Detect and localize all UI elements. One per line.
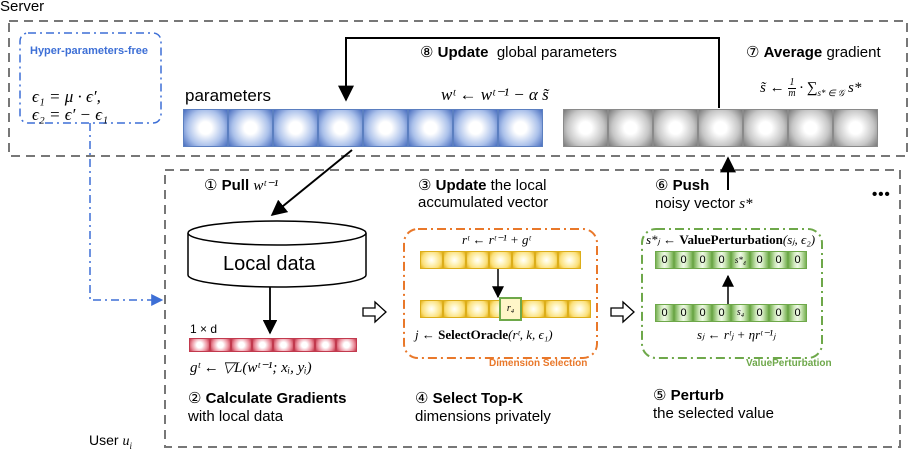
accumulated-cell (522, 300, 545, 318)
user-box (164, 169, 901, 448)
noisy-cell: 0 (655, 251, 674, 269)
gradient-cell (210, 338, 231, 352)
selected-value-cell: 0 (693, 304, 712, 322)
hyper-label: Hyper-parameters-free (30, 45, 148, 57)
gradient-formula: gᵗ ← ▽L(wᵗ⁻¹; xᵢ, yᵢ) (190, 360, 312, 376)
selected-value-cell: 0 (674, 304, 693, 322)
step4-label: ④ Select Top-K (415, 390, 524, 407)
value-perturbation-formula: s*ⱼ ← ValuePerturbation(sⱼ, ϵ₂) (646, 232, 816, 247)
gradient-cell (252, 338, 273, 352)
accumulated-cell (545, 300, 568, 318)
hyper-box (19, 32, 162, 124)
gradient-cell (833, 109, 878, 147)
step7-label: ⑦ Average gradient (746, 44, 881, 61)
step6-label: ⑥ Push (655, 177, 710, 194)
gradient-cell (698, 109, 743, 147)
accumulated-cell (443, 251, 466, 269)
parameter-cell (498, 109, 543, 147)
noisy-cell: 0 (769, 251, 788, 269)
user-label: User ui (89, 432, 132, 451)
parameter-cell (408, 109, 453, 147)
gradient-cell (743, 109, 788, 147)
pull-arrow (270, 149, 353, 217)
parameter-cell (183, 109, 228, 147)
to-selection-arrow (362, 300, 387, 324)
selected-value-cell: 0 (788, 304, 807, 322)
noisy-cell: 0 (750, 251, 769, 269)
gradient-cell (653, 109, 698, 147)
noisy-cell: 0 (788, 251, 807, 269)
accumulated-cell (568, 300, 591, 318)
accumulated-cell (443, 300, 466, 318)
noisy-cell: 0 (674, 251, 693, 269)
step8-label: ⑧ Update global parameters (420, 44, 617, 61)
parameter-cell (228, 109, 273, 147)
to-perturb-arrow (610, 300, 635, 324)
epsilon2-formula: ϵ₂ = ϵ′ − ϵ₁ (32, 105, 109, 124)
local-data-cylinder (187, 220, 367, 288)
gradient-cell (608, 109, 653, 147)
parameter-cell (273, 109, 318, 147)
dimension-selection-label: Dimension Selection (489, 358, 588, 369)
more-users-ellipsis: ••• (872, 186, 891, 203)
noisy-cell: s*₄ (731, 251, 750, 269)
step1-label: ① Pull wᵗ⁻¹ (204, 177, 279, 194)
update-formula: wᵗ ← wᵗ⁻¹ − α s̃ (441, 85, 549, 104)
server-box (8, 20, 908, 157)
gradient-cell (315, 338, 336, 352)
hyper-to-user-arrow (89, 123, 164, 306)
accumulated-cell (558, 251, 581, 269)
epsilon1-formula: ϵ₁ = μ · ϵ′, (32, 87, 101, 106)
step5-label: ⑤ Perturb (653, 387, 724, 404)
server-label: Server (0, 0, 45, 15)
accumulated-cell (489, 251, 512, 269)
gradient-cell (563, 109, 608, 147)
parameter-cell (363, 109, 408, 147)
step3-label: ③ Update the local (418, 177, 547, 194)
step2-label: ② Calculate Gradients (188, 390, 347, 407)
parameter-cell (453, 109, 498, 147)
selected-value-cell: 0 (655, 304, 674, 322)
step3-line2: accumulated vector (418, 194, 549, 211)
accumulated-cell (466, 251, 489, 269)
selected-value-cell: 0 (769, 304, 788, 322)
dimension-label: 1 × d (190, 322, 218, 336)
selected-value-cell: 0 (750, 304, 769, 322)
accumulated-cell (535, 251, 558, 269)
gradient-cell (273, 338, 294, 352)
gradient-cell (294, 338, 315, 352)
value-perturbation-label: ValuePerturbation (746, 358, 832, 369)
step4-line2: dimensions privately (415, 408, 551, 425)
step6-line2: noisy vector s* (655, 195, 753, 212)
gradient-cell (336, 338, 357, 352)
parameters-label: parameters (185, 86, 271, 105)
selected-dimension-cell: r₄ (499, 297, 522, 321)
dimension-selection-box (403, 228, 598, 359)
accumulated-cell (466, 300, 489, 318)
local-data-label: Local data (223, 253, 316, 275)
update-arrow (338, 37, 720, 108)
accumulated-cell (420, 251, 443, 269)
gradient-cell (788, 109, 833, 147)
selected-value-cell: 0 (712, 304, 731, 322)
noisy-cell: 0 (693, 251, 712, 269)
selected-value-cell: s₄ (731, 304, 750, 322)
r-update-formula: rᵗ ← rᵗ⁻¹ + gᵗ (462, 232, 531, 247)
accumulated-cell (420, 300, 443, 318)
gradient-cell (231, 338, 252, 352)
step5-line2: the selected value (653, 405, 774, 422)
noisy-cell: 0 (712, 251, 731, 269)
accumulated-cell (512, 251, 535, 269)
step2-line2: with local data (188, 408, 284, 425)
sj-formula: sⱼ ← rᵗⱼ + ηrᵗ⁻¹ⱼ (697, 327, 776, 342)
gradient-cell (189, 338, 210, 352)
parameter-cell (318, 109, 363, 147)
select-oracle-formula: j ← SelectOracle(rᵗ, k, ϵ₁) (415, 327, 553, 342)
value-perturbation-box (641, 228, 823, 359)
